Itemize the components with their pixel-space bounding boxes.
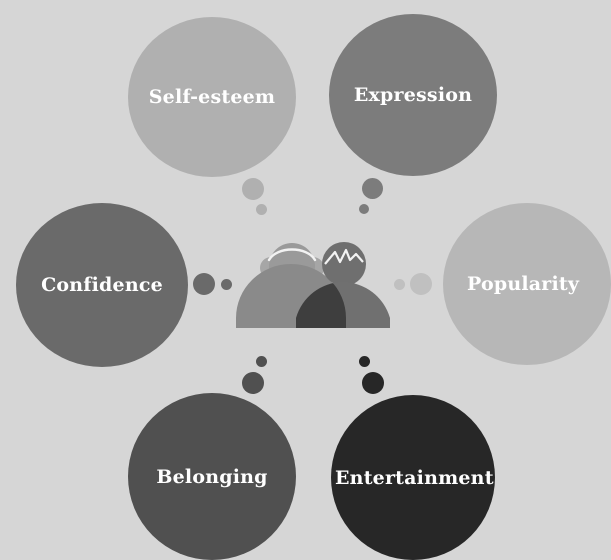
trail-dot-expression-large xyxy=(362,178,383,199)
trail-dot-expression-small xyxy=(359,204,369,214)
bubble-expression: Expression xyxy=(329,14,497,176)
trail-dot-belonging-large xyxy=(242,372,264,394)
bubble-popularity: Popularity xyxy=(443,203,611,365)
two-people-icon xyxy=(236,242,390,328)
bubble-confidence: Confidence xyxy=(16,203,188,367)
bubble-belonging: Belonging xyxy=(128,393,296,560)
trail-dot-self-esteem-small xyxy=(256,204,267,215)
trail-dot-entertainment-small xyxy=(359,356,370,367)
bubble-label-confidence: Confidence xyxy=(41,274,163,296)
trail-dot-belonging-small xyxy=(256,356,267,367)
bubble-label-self-esteem: Self-esteem xyxy=(148,86,276,108)
bubble-self-esteem: Self-esteem xyxy=(128,17,296,177)
bubble-label-belonging: Belonging xyxy=(156,465,268,488)
bubble-label-expression: Expression xyxy=(353,84,473,106)
trail-dot-confidence-small xyxy=(221,279,232,290)
trail-dot-popularity-small xyxy=(394,279,405,290)
trail-dot-entertainment-large xyxy=(362,372,384,394)
bubble-label-entertainment: Entertainment xyxy=(335,466,494,489)
trail-dot-popularity-large xyxy=(410,273,432,295)
bubble-label-popularity: Popularity xyxy=(467,273,580,295)
bubble-entertainment: Entertainment xyxy=(331,395,495,560)
trail-dot-confidence-large xyxy=(193,273,215,295)
trail-dot-self-esteem-large xyxy=(242,178,264,200)
